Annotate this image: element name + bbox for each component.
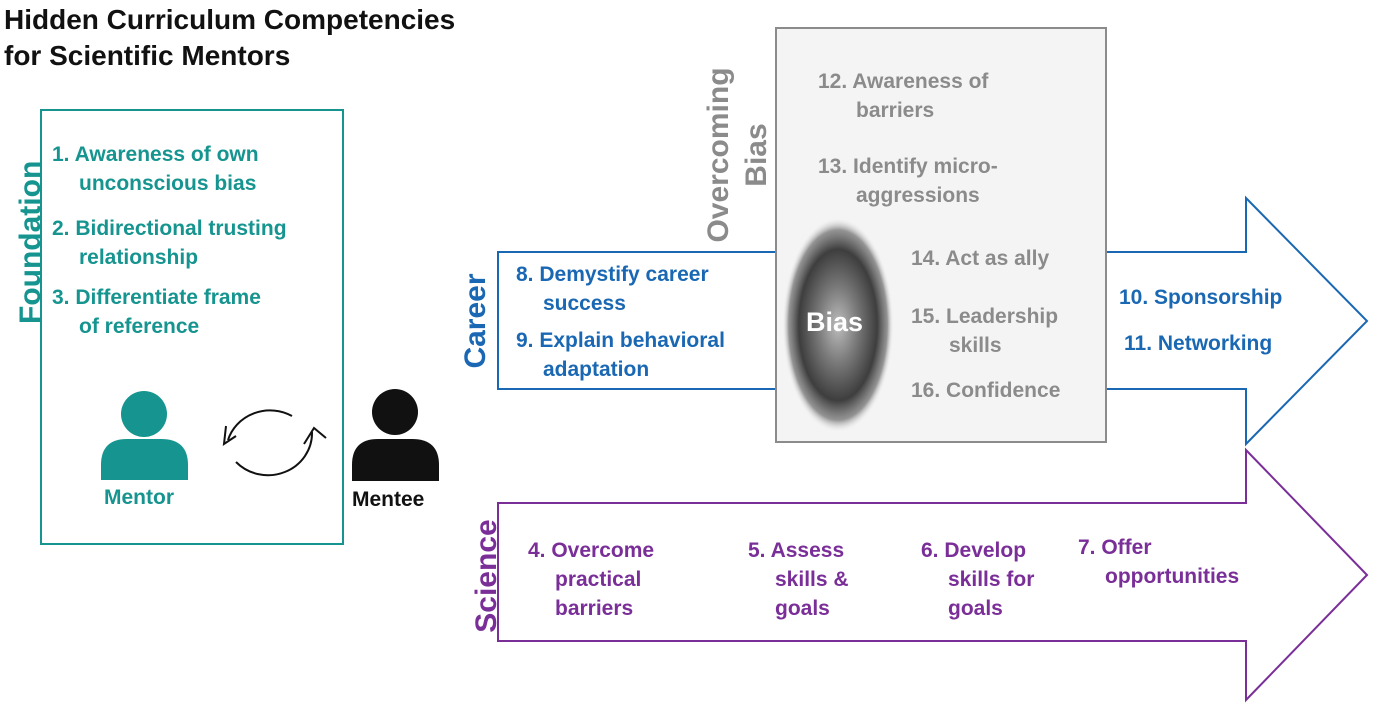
foundation-item-3: 3. Differentiate frame of reference: [52, 286, 261, 338]
mentee-label: Mentee: [352, 488, 425, 511]
science-item-7: 7. Offer opportunities: [1078, 536, 1240, 588]
title-line-2: for Scientific Mentors: [4, 40, 291, 71]
diagram-title: Hidden Curriculum Competencies for Scien…: [4, 2, 455, 74]
foundation-box: [40, 109, 344, 545]
career-item-8: 8. Demystify career success: [516, 263, 709, 315]
bias-item-15: 15. Leadership skills: [911, 305, 1059, 357]
mentor-person-icon: [101, 391, 188, 480]
science-item-6: 6. Develop skills for goals: [921, 539, 1035, 620]
bias-center-label: Bias: [806, 307, 864, 337]
career-item-10: 10. Sponsorship: [1119, 286, 1283, 309]
foundation-item-1: 1. Awareness of own unconscious bias: [52, 143, 259, 195]
bias-blob: [782, 217, 894, 433]
career-item-11: 11. Networking: [1124, 332, 1273, 355]
bias-item-16: 16. Confidence: [911, 379, 1061, 402]
mentor-label: Mentor: [104, 486, 174, 509]
foundation-item-2: 2. Bidirectional trusting relationship: [52, 217, 287, 269]
bias-item-14: 14. Act as ally: [911, 247, 1050, 270]
foundation-label: Foundation: [14, 160, 47, 324]
science-arrow: [497, 447, 1369, 703]
overcoming-bias-label: Overcoming Bias: [702, 67, 773, 243]
science-item-5: 5. Assess skills & goals: [748, 539, 849, 620]
career-label: Career: [459, 273, 492, 369]
science-label: Science: [470, 519, 503, 633]
science-item-4: 4. Overcome practical barriers: [528, 539, 655, 620]
career-item-9: 9. Explain behavioral adaptation: [516, 329, 725, 381]
mentee-person-icon: [352, 389, 439, 481]
cycle-arrows-icon: [222, 409, 327, 477]
bias-item-13: 13. Identify micro- aggressions: [818, 155, 998, 207]
bias-item-12: 12. Awareness of barriers: [818, 70, 989, 122]
title-line-1: Hidden Curriculum Competencies: [4, 4, 456, 35]
